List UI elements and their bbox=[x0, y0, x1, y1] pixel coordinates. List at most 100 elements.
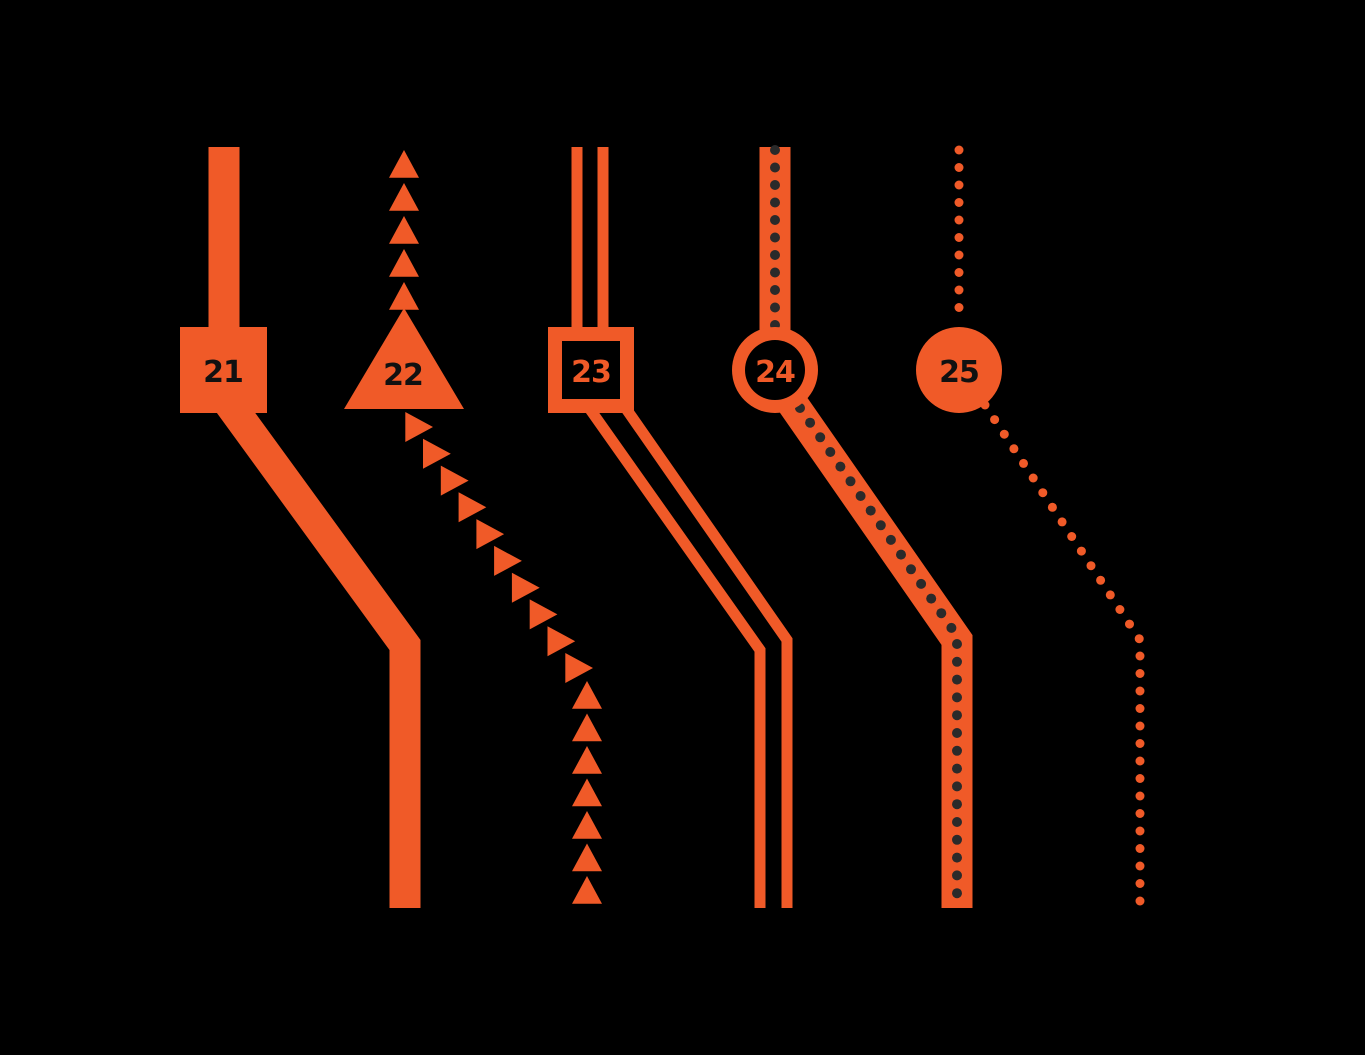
route-25-dot bbox=[1135, 791, 1145, 801]
route-25-dot bbox=[1135, 651, 1145, 661]
route-22-arrow bbox=[572, 681, 602, 709]
route-24-dot bbox=[825, 447, 836, 457]
route-25-dot bbox=[1105, 590, 1115, 600]
route-25-dot bbox=[1028, 473, 1038, 483]
route-24-dot bbox=[906, 564, 916, 575]
route-22-arrow bbox=[405, 412, 433, 442]
route-25-dot bbox=[1135, 826, 1145, 836]
route-24: 24 bbox=[732, 145, 973, 908]
route-24-dot bbox=[916, 578, 927, 589]
route-25-dot bbox=[1135, 686, 1145, 696]
route-24-dot bbox=[952, 817, 962, 827]
route-22-arrow bbox=[547, 626, 576, 657]
route-24-dot bbox=[835, 461, 846, 472]
route-25-dot bbox=[1019, 458, 1028, 468]
route-22-arrows-lower bbox=[572, 681, 602, 904]
route-22-arrow bbox=[389, 249, 419, 277]
route-24-dot bbox=[770, 145, 780, 155]
route-25-dot bbox=[954, 268, 964, 277]
route-22-arrow bbox=[389, 183, 419, 211]
route-24-dot bbox=[952, 692, 962, 703]
route-24-dot bbox=[952, 639, 962, 649]
route-24-line bbox=[759, 147, 973, 908]
route-25-dot bbox=[1135, 669, 1145, 678]
route-24-dot bbox=[952, 745, 962, 756]
route-22: 22 bbox=[344, 150, 602, 904]
route-25-dot bbox=[1009, 444, 1019, 454]
route-22-arrow bbox=[565, 653, 593, 683]
route-25-dot bbox=[954, 233, 964, 242]
route-24-dot bbox=[885, 534, 896, 545]
route-23-marker-square-inner bbox=[562, 341, 620, 399]
route-24-dot bbox=[770, 267, 780, 278]
route-22-arrow bbox=[572, 843, 602, 872]
route-25-dot bbox=[1047, 502, 1057, 512]
route-25-dot bbox=[954, 215, 964, 225]
route-24-marker-circle-inner bbox=[745, 340, 805, 400]
route-25-dot bbox=[999, 429, 1009, 439]
route-24-dot bbox=[952, 852, 962, 863]
route-24-dot bbox=[845, 476, 856, 487]
route-25-dot bbox=[954, 180, 964, 190]
route-25-dot bbox=[1135, 896, 1145, 906]
route-23-line-right bbox=[597, 147, 793, 908]
route-25-dot bbox=[954, 250, 964, 260]
route-23-line-left bbox=[571, 147, 766, 908]
route-21: 21 bbox=[180, 147, 421, 908]
route-22-marker-triangle bbox=[344, 308, 464, 409]
route-25-number: 25 bbox=[939, 355, 979, 390]
route-22-arrow bbox=[389, 282, 419, 310]
route-25-dot bbox=[1135, 704, 1145, 713]
route-24-dot bbox=[770, 180, 780, 190]
route-24-dot bbox=[770, 162, 780, 173]
route-25-dot bbox=[1135, 844, 1145, 853]
route-22-arrow bbox=[389, 150, 419, 178]
route-24-dot bbox=[770, 285, 780, 295]
route-25-dot bbox=[1067, 532, 1077, 541]
route-24-dot bbox=[855, 491, 866, 501]
route-25-dot bbox=[954, 198, 964, 207]
route-22-arrow bbox=[572, 876, 602, 904]
route-24-dot bbox=[936, 608, 947, 619]
route-25-dot bbox=[990, 415, 1000, 425]
route-23-number: 23 bbox=[571, 355, 611, 390]
route-25-dot bbox=[1096, 575, 1106, 585]
route-25-dot bbox=[954, 145, 964, 155]
route-22-arrow bbox=[389, 216, 419, 244]
route-25-dot bbox=[1135, 774, 1145, 783]
route-24-number: 24 bbox=[755, 355, 795, 390]
route-22-arrow bbox=[572, 746, 602, 774]
route-22-arrow bbox=[476, 519, 505, 550]
route-21-marker-square bbox=[180, 327, 267, 413]
route-25-dot bbox=[1125, 619, 1134, 629]
route-24-dot bbox=[952, 799, 962, 810]
route-24-dot bbox=[896, 549, 906, 560]
route-25-dot bbox=[1076, 546, 1086, 556]
route-24-dot bbox=[952, 674, 962, 685]
route-25-dot bbox=[1115, 605, 1125, 614]
route-25-dot bbox=[1135, 861, 1145, 871]
route-24-dot bbox=[952, 870, 962, 881]
route-25-dot bbox=[1086, 561, 1096, 571]
route-24-dot bbox=[770, 250, 780, 260]
route-24-dot bbox=[952, 834, 962, 845]
route-22-arrow bbox=[458, 492, 487, 523]
route-22-arrows-upper bbox=[389, 150, 419, 310]
route-24-dot bbox=[875, 520, 886, 531]
route-22-number: 22 bbox=[383, 358, 423, 393]
route-21-number: 21 bbox=[203, 355, 243, 390]
route-24-dot bbox=[952, 763, 962, 774]
route-25-dot bbox=[1135, 756, 1145, 766]
route-24-inner-dots bbox=[770, 145, 962, 899]
route-22-arrow bbox=[440, 465, 469, 496]
route-24-dot bbox=[770, 215, 780, 225]
route-25-dot bbox=[1038, 488, 1048, 498]
route-22-arrow bbox=[494, 545, 522, 576]
route-25-dot bbox=[1135, 739, 1145, 748]
route-24-dot bbox=[952, 710, 962, 721]
route-24-dot bbox=[805, 417, 816, 428]
route-22-arrow bbox=[511, 572, 540, 603]
route-25-dot bbox=[1057, 517, 1067, 527]
route-22-arrow bbox=[529, 599, 558, 630]
